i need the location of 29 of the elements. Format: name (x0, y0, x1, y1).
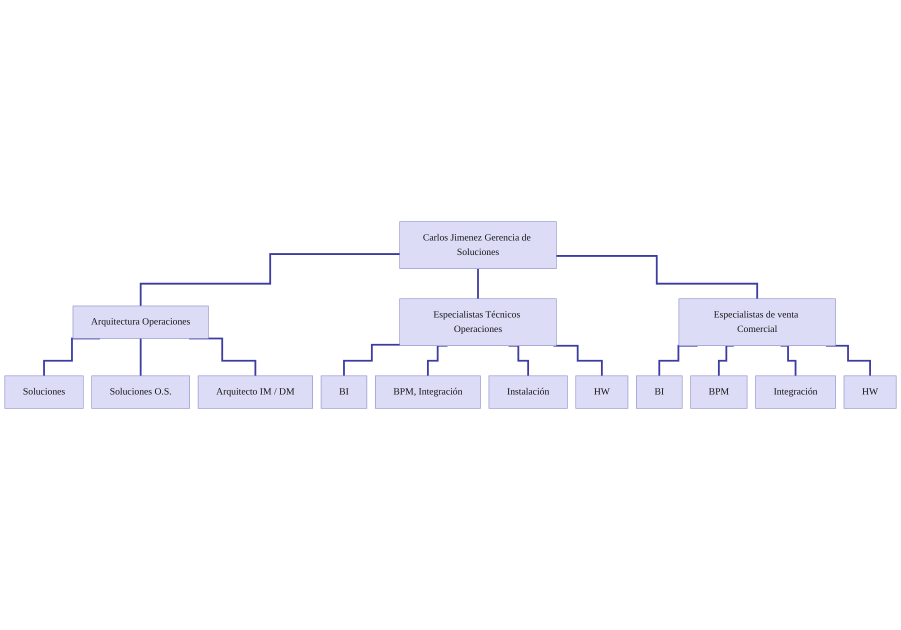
connector (426, 344, 448, 377)
connector (43, 338, 100, 377)
node-box: Soluciones O.S. (91, 376, 190, 409)
node-box: Arquitecto IM / DM (198, 376, 313, 409)
node-box: BI (320, 376, 368, 409)
connector (140, 253, 400, 307)
node-box: BI (636, 376, 682, 409)
connector (343, 344, 400, 377)
connector (508, 344, 530, 377)
connector (826, 344, 871, 377)
node-box: Integración (755, 376, 836, 409)
node-box: BPM, Integración (375, 376, 481, 409)
connector (658, 344, 698, 377)
connector (780, 344, 796, 377)
node-box: Arquitectura Operaciones (72, 306, 209, 339)
node-box: HW (844, 376, 896, 409)
connector (477, 268, 479, 300)
connector (718, 344, 734, 377)
node-box: Especialistas de venta Comercial (678, 298, 836, 346)
connector (556, 255, 758, 300)
node-box: HW (575, 376, 628, 409)
node-box: Instalación (488, 376, 568, 409)
node-box: Carlos Jimenez Gerencia de Soluciones (399, 221, 557, 269)
connector (554, 344, 603, 377)
node-box: Soluciones (4, 376, 84, 409)
connector (189, 338, 256, 377)
node-box: BPM (690, 376, 748, 409)
node-box: Especialistas Técnicos Operaciones (399, 298, 557, 346)
connector (140, 338, 142, 377)
